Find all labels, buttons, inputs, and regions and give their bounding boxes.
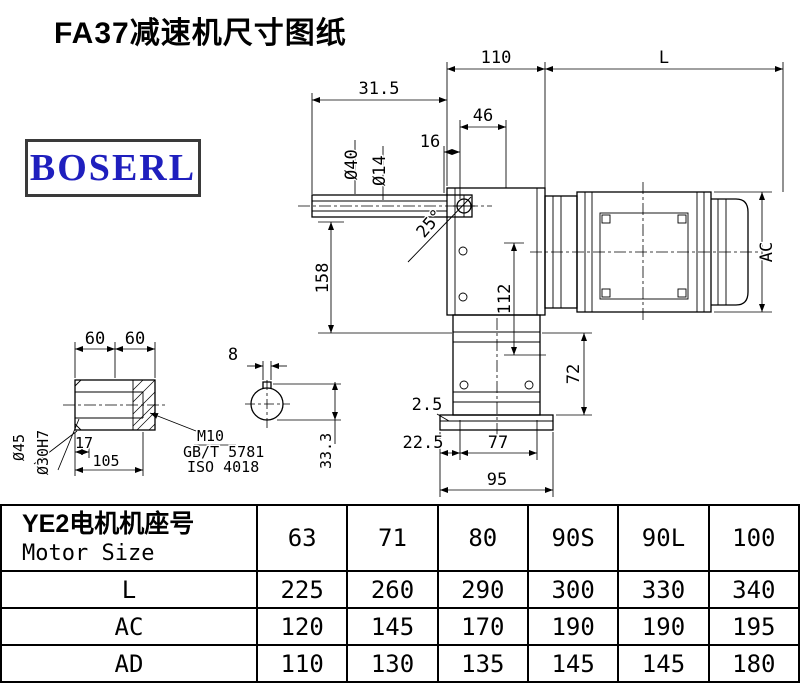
cell-L-63: 225 xyxy=(255,570,349,609)
cell-L-90s: 300 xyxy=(526,570,620,609)
col-header-90s: 90S xyxy=(526,504,620,572)
dim-95: 95 xyxy=(487,470,507,490)
cell-AD-63: 110 xyxy=(255,644,349,683)
dim-dia45: Ø45 xyxy=(10,434,28,461)
dim-77: 77 xyxy=(488,433,508,453)
col-header-100: 100 xyxy=(707,504,800,572)
shaft-detail-view: 60 60 Ø45 Ø30H7 17 105 M10 GB/T 5781 ISO… xyxy=(9,328,266,478)
cell-L-100: 340 xyxy=(707,570,800,609)
col-header-90l: 90L xyxy=(617,504,710,572)
dim-16: 16 xyxy=(420,132,440,152)
cell-AC-100: 195 xyxy=(707,607,800,646)
dim-158: 158 xyxy=(313,263,333,294)
cell-L-80: 290 xyxy=(436,570,529,609)
keyway-centerlines xyxy=(245,380,290,430)
cell-AC-90l: 190 xyxy=(617,607,710,646)
keyway-section-view: 8 33.3 xyxy=(227,344,341,471)
cell-AD-90s: 145 xyxy=(526,644,620,683)
dim-dia40: Ø40 xyxy=(342,149,362,180)
output-shaft-outline xyxy=(311,194,475,263)
label-gbt-5781: GB/T 5781 xyxy=(183,443,264,461)
header-cell-motor-size: YE2电机机座号 Motor Size xyxy=(0,504,258,572)
dim-L: L xyxy=(659,48,669,68)
cell-AC-71: 145 xyxy=(346,607,439,646)
dim-31-5: 31.5 xyxy=(359,79,400,99)
dimension-lines xyxy=(311,62,784,497)
dimension-drawing: 110 L 31.5 46 16 Ø40 Ø14 25° 158 112 AC … xyxy=(9,47,784,497)
dim-AC: AC xyxy=(757,242,777,262)
cell-AD-90l: 145 xyxy=(617,644,710,683)
table-row-AD: AD 110 130 135 145 145 180 xyxy=(0,644,800,683)
shaft-dimension-labels: 60 60 Ø45 Ø30H7 17 105 M10 GB/T 5781 ISO… xyxy=(9,328,266,478)
cell-AC-63: 120 xyxy=(255,607,349,646)
cell-AC-90s: 190 xyxy=(526,607,620,646)
table-row-AC: AC 120 145 170 190 190 195 xyxy=(0,607,800,646)
dim-8: 8 xyxy=(228,345,238,365)
dim-110: 110 xyxy=(481,48,512,68)
label-iso-4018: ISO 4018 xyxy=(187,458,259,476)
cell-AC-80: 170 xyxy=(436,607,529,646)
keyway-dimension-labels: 8 33.3 xyxy=(227,344,337,471)
cell-AD-80: 135 xyxy=(436,644,529,683)
col-header-63: 63 xyxy=(255,504,349,572)
page-title: FA37减速机尺寸图纸 xyxy=(54,17,347,50)
col-header-80: 80 xyxy=(436,504,529,572)
dim-105: 105 xyxy=(92,452,119,470)
dim-33-3: 33.3 xyxy=(317,433,335,469)
dim-60-a: 60 xyxy=(85,329,105,349)
boserl-logo: BOSERL xyxy=(25,139,201,197)
centerlines xyxy=(298,182,758,438)
cell-L-71: 260 xyxy=(346,570,439,609)
table-row-L: L 225 260 290 300 330 340 xyxy=(0,570,800,609)
col-header-71: 71 xyxy=(346,504,439,572)
boserl-logo-text: BOSERL xyxy=(29,147,197,189)
table-header-row: YE2电机机座号 Motor Size 63 71 80 90S 90L 100 xyxy=(0,504,800,572)
dim-22-5: 22.5 xyxy=(403,433,444,453)
header-cn: YE2电机机座号 xyxy=(22,509,195,538)
dim-dia14: Ø14 xyxy=(370,155,390,186)
dim-112: 112 xyxy=(495,284,515,315)
row-label-AC: AC xyxy=(0,607,258,646)
cell-AD-71: 130 xyxy=(346,644,439,683)
keyway-dimension-lines xyxy=(247,361,341,444)
header-en: Motor Size xyxy=(22,540,155,566)
label-m10: M10 xyxy=(197,427,224,445)
row-label-AD: AD xyxy=(0,644,258,683)
dim-2-5: 2.5 xyxy=(412,395,443,415)
main-view: 110 L 31.5 46 16 Ø40 Ø14 25° 158 112 AC … xyxy=(298,47,784,497)
dim-46: 46 xyxy=(473,106,493,126)
dim-72: 72 xyxy=(564,364,584,384)
cell-AD-100: 180 xyxy=(707,644,800,683)
dim-60-b: 60 xyxy=(125,329,145,349)
dim-17: 17 xyxy=(75,434,93,452)
cell-L-90l: 330 xyxy=(617,570,710,609)
shaft-dimension-lines xyxy=(33,342,236,476)
dim-dia30h7: Ø30H7 xyxy=(34,430,52,475)
row-label-L: L xyxy=(0,570,258,609)
motor-size-table: YE2电机机座号 Motor Size 63 71 80 90S 90L 100… xyxy=(0,504,800,683)
